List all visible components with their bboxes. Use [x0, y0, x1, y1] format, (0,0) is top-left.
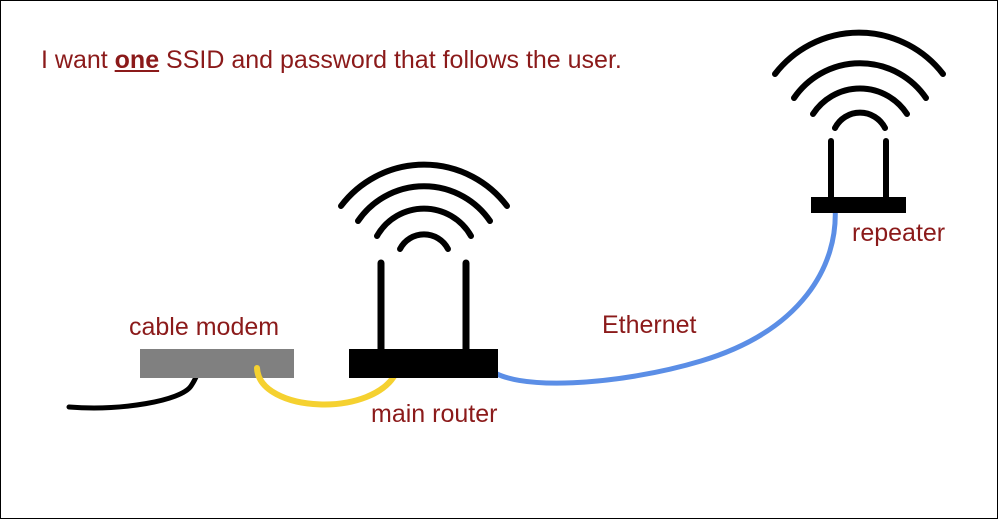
- repeater-body: [811, 197, 906, 213]
- ethernet-label: Ethernet: [602, 311, 697, 339]
- headline-emphasis: one: [114, 46, 160, 74]
- repeater-wifi-icon: [772, 29, 946, 131]
- main-router-label: main router: [371, 400, 498, 428]
- modem-router-cable: [254, 365, 400, 408]
- main-router-wifi-icon: [338, 161, 510, 252]
- main-router: [338, 161, 510, 378]
- ethernet-cable: [484, 203, 838, 386]
- headline: I want one SSID and password that follow…: [41, 45, 622, 75]
- headline-prefix: I want: [41, 46, 115, 74]
- repeater-label: repeater: [852, 219, 946, 247]
- cable-modem-label: cable modem: [129, 313, 280, 341]
- headline-suffix: SSID and password that follows the user.: [159, 46, 622, 74]
- repeater: [772, 29, 946, 213]
- cable-modem-body: [140, 349, 294, 378]
- main-router-body: [349, 349, 498, 378]
